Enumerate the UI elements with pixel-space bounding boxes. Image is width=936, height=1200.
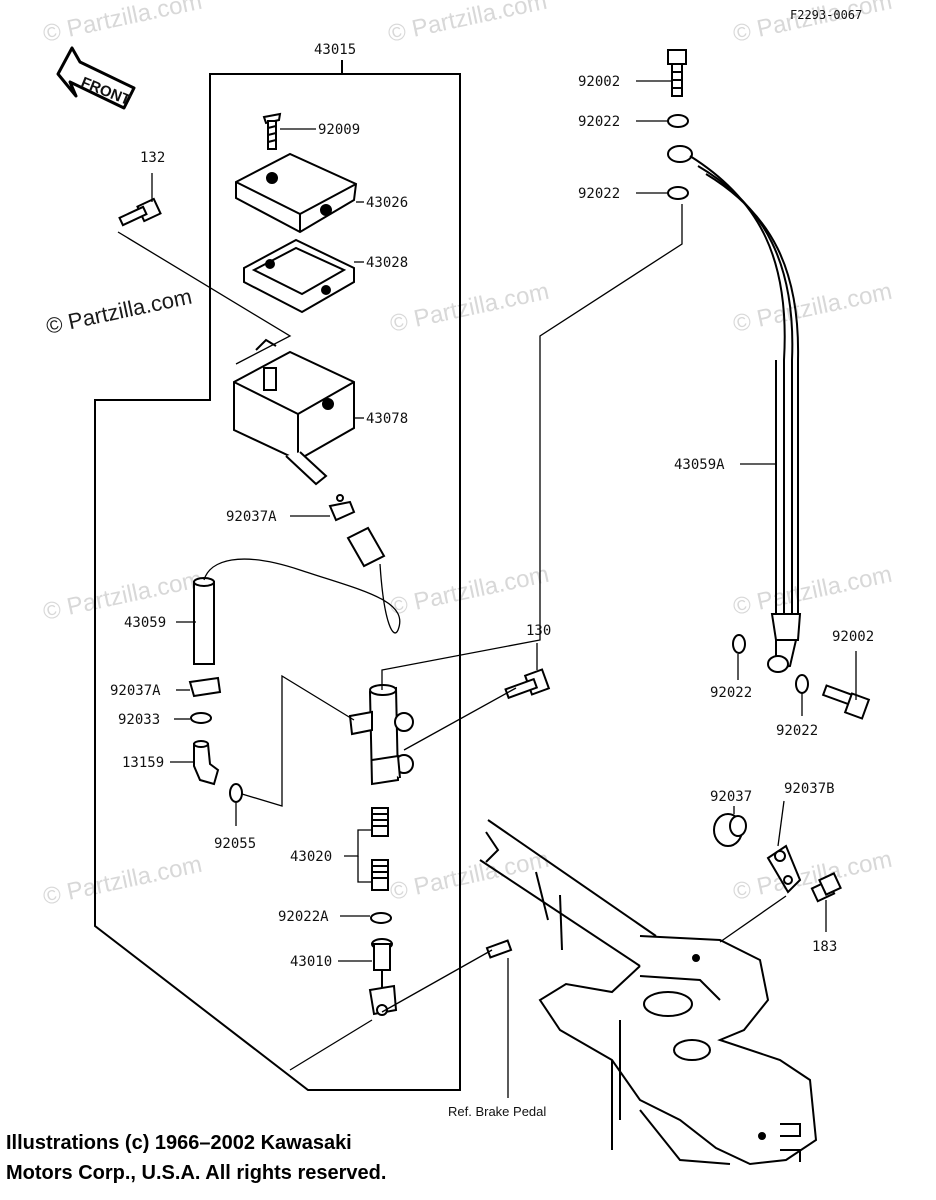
part-label: 43010 <box>290 954 332 970</box>
hose-icon <box>193 577 215 665</box>
hose-icon <box>689 155 800 614</box>
push-rod-icon <box>368 938 398 1016</box>
part-label: 92009 <box>318 122 360 138</box>
hose-icon <box>346 526 386 568</box>
part-label: 132 <box>140 150 165 166</box>
part-label: 92022 <box>578 186 620 202</box>
part-label: 92037 <box>710 789 752 805</box>
front-arrow-icon: FRONT <box>56 46 136 110</box>
frame-bracket-icon <box>479 819 818 1166</box>
part-label: 130 <box>526 623 551 639</box>
washer-icon <box>667 186 689 200</box>
master-cylinder-parts <box>118 112 551 1016</box>
watermark: © Partzilla.com <box>388 846 552 906</box>
clamp-icon <box>766 844 802 894</box>
reservoir-cap-icon <box>235 152 358 234</box>
part-label: 92022 <box>710 685 752 701</box>
watermark: © Partzilla.com <box>731 846 895 906</box>
part-label: 92037A <box>226 509 277 525</box>
part-label: 92022 <box>578 114 620 130</box>
part-label: 92033 <box>118 712 160 728</box>
clamp-icon <box>328 494 356 522</box>
part-label: 92002 <box>578 74 620 90</box>
part-label: 13159 <box>122 755 164 771</box>
o-ring-icon <box>229 783 243 803</box>
watermark: © Partzilla.com <box>731 278 895 338</box>
watermark: © Partzilla.com <box>731 561 895 621</box>
hose-fitting-icon <box>770 613 802 641</box>
copyright-line: Motors Corp., U.S.A. All rights reserved… <box>6 1162 387 1184</box>
reference-label: Ref. Brake Pedal <box>448 1104 546 1119</box>
watermark: © Partzilla.com <box>388 278 552 338</box>
part-label: 92002 <box>832 629 874 645</box>
washer-icon <box>795 674 809 694</box>
elbow-fitting-icon <box>193 740 220 786</box>
ring-icon <box>190 712 212 724</box>
part-label: 183 <box>812 939 837 955</box>
part-label: 92022A <box>278 909 329 925</box>
banjo-fitting-icon <box>767 655 789 673</box>
leader-lines <box>117 60 857 1098</box>
watermark: © Partzilla.com <box>41 851 205 911</box>
reservoir-icon <box>233 338 355 486</box>
banjo-bolt-icon <box>667 49 687 97</box>
part-label: 43059A <box>674 457 725 473</box>
part-label: 92037B <box>784 781 835 797</box>
watermark: © Partzilla.com <box>388 561 552 621</box>
part-labels: 43015 92009 43026 43028 43078 132 92037A… <box>110 42 874 970</box>
master-cylinder-icon <box>348 684 414 786</box>
watermark: © Partzilla.com <box>41 566 205 626</box>
copyright-notice: Illustrations (c) 1966–2002 Kawasaki Mot… <box>6 1128 566 1188</box>
piston-spring-icon <box>371 807 389 891</box>
screw-icon <box>262 112 282 150</box>
figure-code: F2293-0067 <box>790 8 862 22</box>
watermark: © Partzilla.com <box>41 0 205 48</box>
watermarks: © Partzilla.com © Partzilla.com © Partzi… <box>41 0 895 911</box>
part-label: 43020 <box>290 849 332 865</box>
bolt-icon <box>504 668 551 700</box>
part-label: 92022 <box>776 723 818 739</box>
part-label: 43059 <box>124 615 166 631</box>
part-label: 43026 <box>366 195 408 211</box>
circlip-icon <box>370 912 392 924</box>
diaphragm-icon <box>243 238 355 314</box>
clamp-icon <box>188 676 222 698</box>
watermark: © Partzilla.com <box>44 284 194 339</box>
watermark: © Partzilla.com <box>386 0 550 48</box>
pin-icon <box>485 939 513 959</box>
part-label: 92037A <box>110 683 161 699</box>
banjo-bolt-icon <box>821 684 871 720</box>
part-label: 92055 <box>214 836 256 852</box>
washer-icon <box>732 634 746 654</box>
copyright-line: Illustrations (c) 1966–2002 Kawasaki <box>6 1132 352 1154</box>
grommet-icon <box>713 813 747 847</box>
assembly-boundary <box>94 60 461 1091</box>
bolt-icon <box>118 197 162 227</box>
brake-hose-parts <box>667 49 871 903</box>
part-label: 43078 <box>366 411 408 427</box>
washer-icon <box>667 114 689 128</box>
part-label: 43015 <box>314 42 356 58</box>
bolt-icon <box>810 872 842 903</box>
banjo-fitting-icon <box>667 145 693 163</box>
part-label: 43028 <box>366 255 408 271</box>
